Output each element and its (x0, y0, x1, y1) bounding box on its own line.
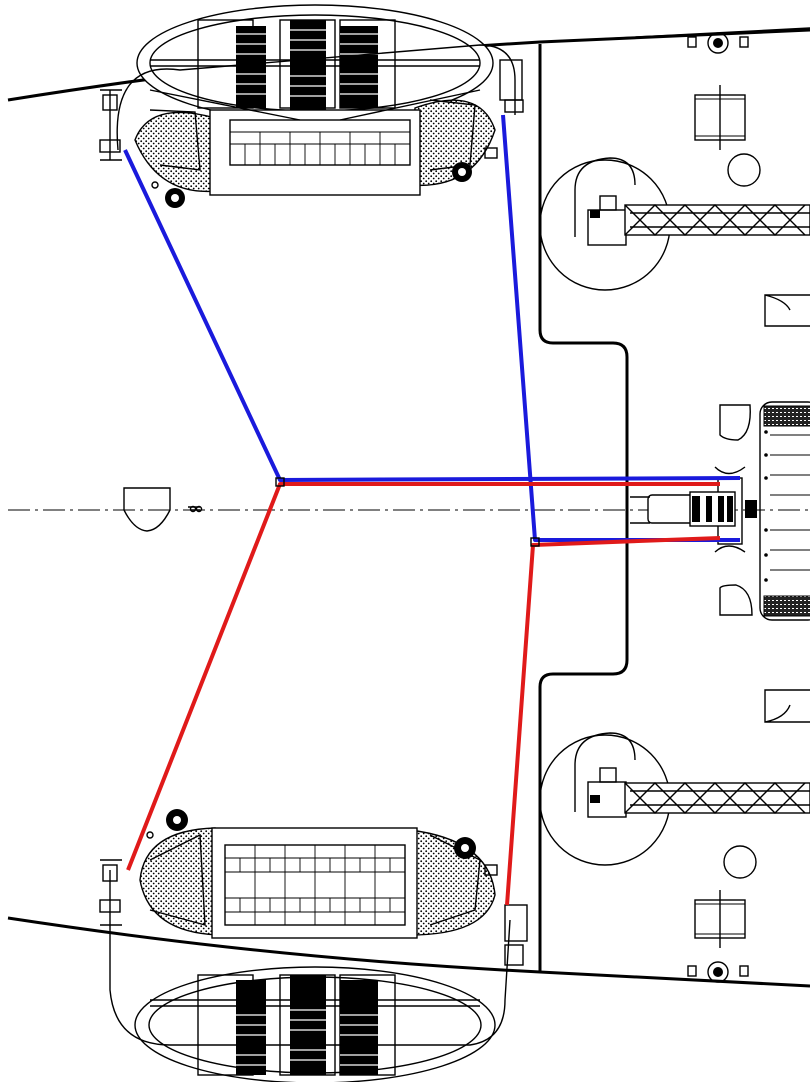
red-rigging (126, 482, 721, 906)
superstructure-boundary (538, 44, 629, 972)
fairlead-upper-right (764, 294, 810, 327)
liferaft-lower (139, 827, 496, 939)
bollard-fairlead-upper (719, 404, 751, 441)
bollard-fairlead-lower (719, 584, 753, 616)
hatch-top (694, 85, 746, 150)
hatch-bottom (694, 890, 746, 948)
liferaft-upper (134, 89, 496, 196)
winch-top (687, 32, 749, 54)
red-line-lower-right (505, 536, 721, 906)
fairlead-lower-right (764, 689, 810, 723)
davit-frame-upper (99, 44, 524, 208)
davit-frame-lower (99, 809, 528, 1046)
rigging-junctions (275, 477, 540, 547)
davit-crane-lower (539, 732, 810, 866)
davit-crane-upper (539, 157, 810, 291)
towing-winch (630, 466, 757, 553)
winch-bottom (687, 961, 749, 983)
blue-line-upper-left (123, 149, 741, 482)
hull-edge-bottom (7, 916, 810, 988)
deckhouse-edge-top (539, 27, 810, 43)
stern-roller-platform (759, 401, 810, 621)
vent-top (727, 153, 761, 187)
vent-bottom (723, 845, 757, 879)
fairlead-left (123, 487, 203, 532)
lifeboat-lower (134, 966, 496, 1082)
red-line-lower-left (126, 482, 720, 871)
